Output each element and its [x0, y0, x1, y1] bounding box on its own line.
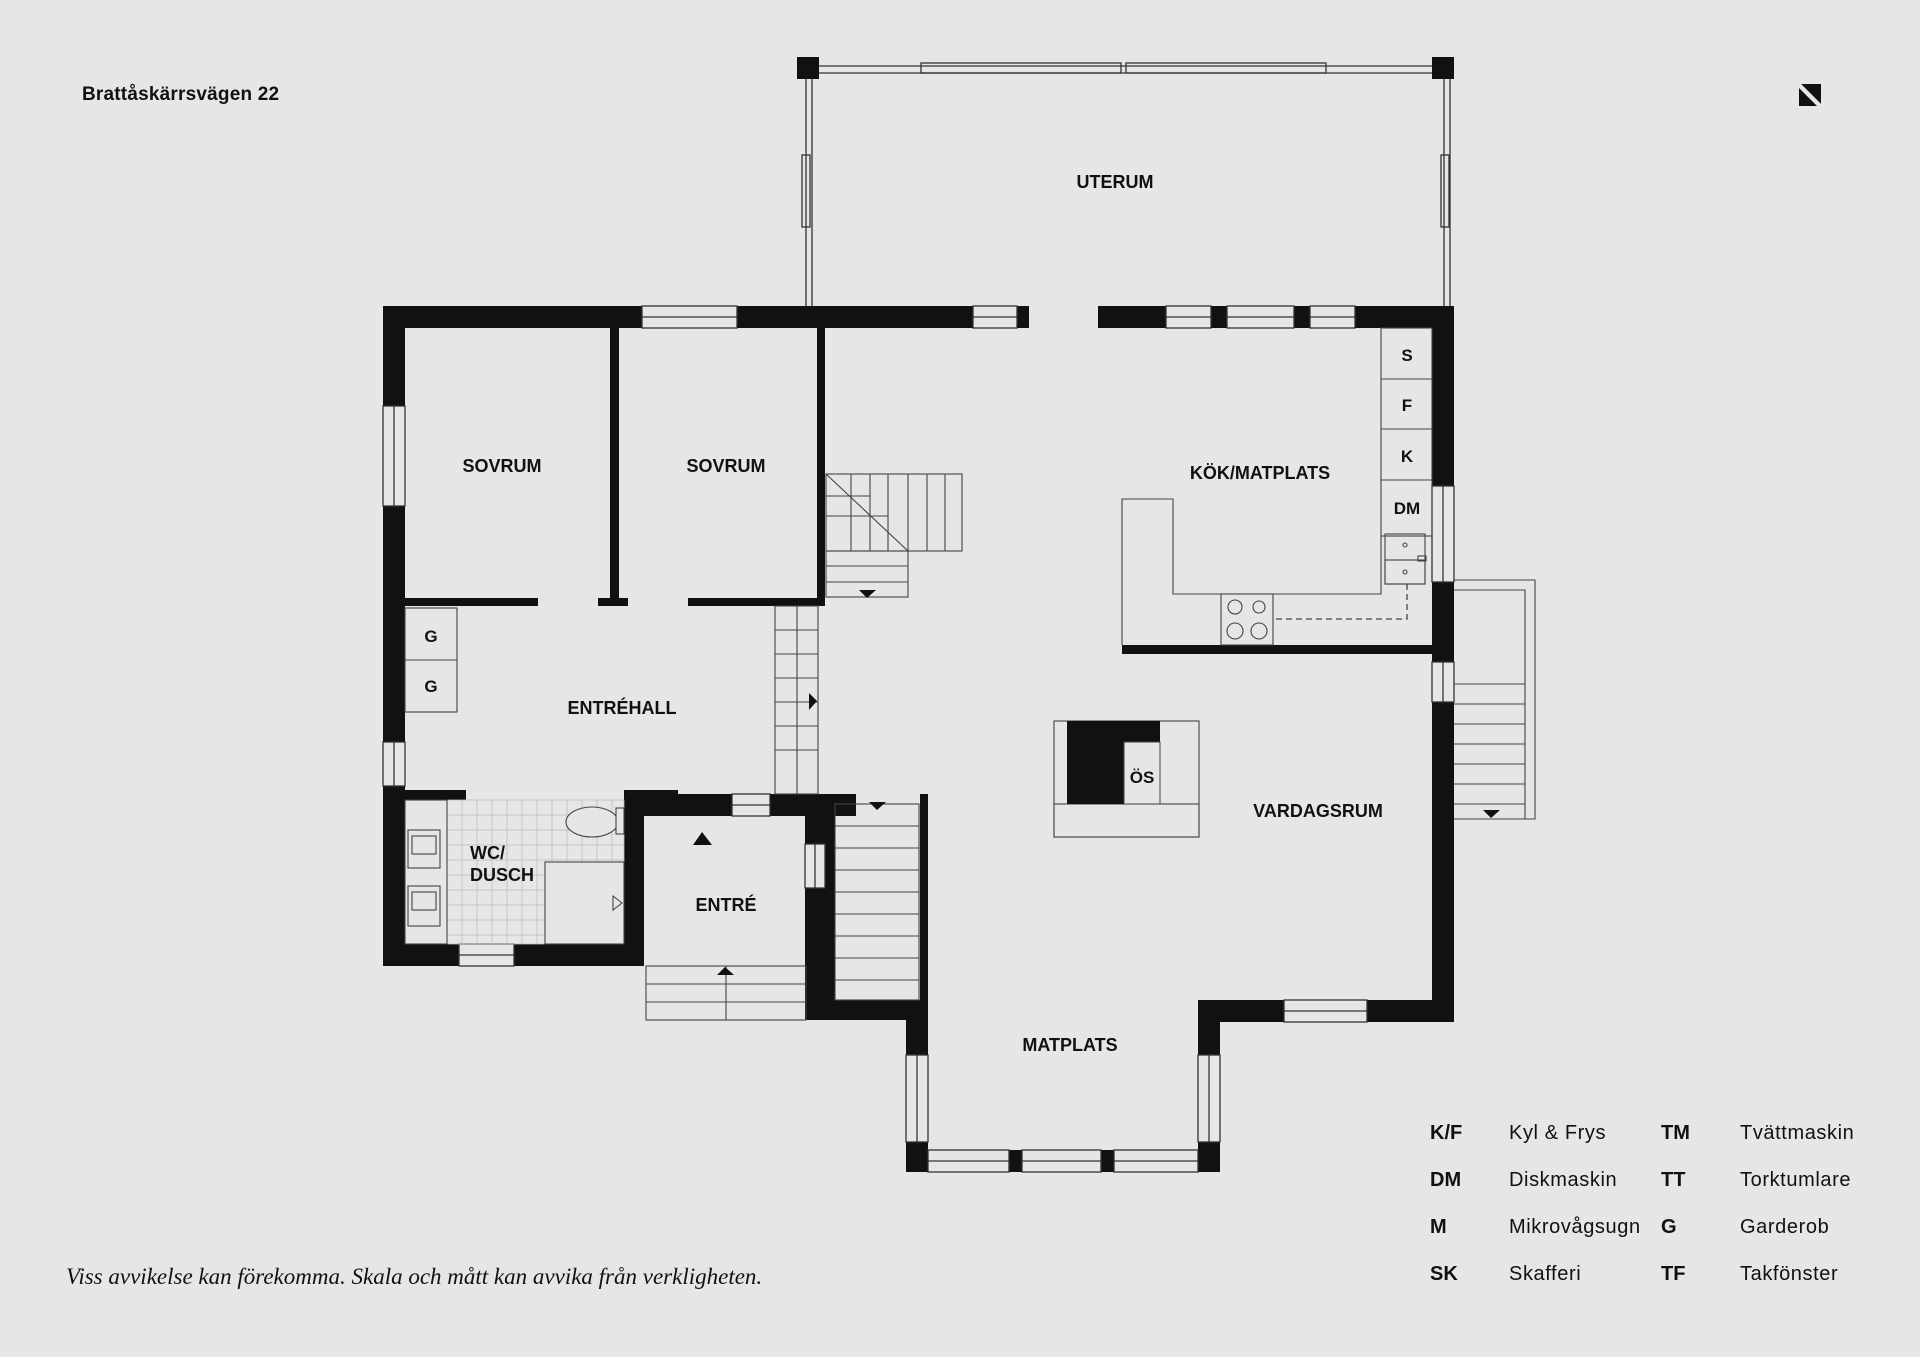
- brand-logo-icon: [1799, 84, 1821, 106]
- appliance-label-g-2: G: [424, 677, 437, 696]
- room-label-sovrum-1: SOVRUM: [462, 456, 541, 476]
- legend-abbr: SK: [1430, 1263, 1458, 1285]
- room-label-uterum: UTERUM: [1077, 172, 1154, 192]
- appliance-label-g-1: G: [424, 627, 437, 646]
- appliance-label-dm: DM: [1394, 499, 1420, 518]
- legend-abbr: TF: [1661, 1263, 1686, 1285]
- appliance-label-os: ÖS: [1130, 768, 1155, 787]
- walls: [383, 306, 1454, 1172]
- room-label-matplats: MATPLATS: [1022, 1035, 1117, 1055]
- appliance-label-s: S: [1401, 346, 1412, 365]
- legend-abbr: K/F: [1430, 1122, 1463, 1144]
- legend-abbr: DM: [1430, 1169, 1462, 1191]
- sunroom-post: [1432, 57, 1454, 79]
- room-label-entre: ENTRÉ: [695, 894, 756, 915]
- room-label-vardagsrum: VARDAGSRUM: [1253, 801, 1383, 821]
- stair-arrows: [693, 590, 1500, 975]
- legend-desc: Mikrovågsugn: [1509, 1216, 1641, 1238]
- legend-desc: Takfönster: [1740, 1263, 1839, 1285]
- room-label-wc-line-2: DUSCH: [470, 865, 534, 885]
- stairs: [645, 473, 1536, 1021]
- kitchen-fixtures: [1121, 327, 1433, 646]
- room-label-kok: KÖK/MATPLATS: [1190, 463, 1330, 483]
- legend-abbr: M: [1430, 1216, 1447, 1238]
- legend: K/F Kyl & Frys TM Tvättmaskin DM Diskmas…: [1430, 1122, 1870, 1286]
- legend-desc: Skafferi: [1509, 1263, 1582, 1285]
- legend-desc: Kyl & Frys: [1509, 1122, 1607, 1144]
- sunroom-walls: [801, 62, 1451, 306]
- property-address: Brattåskärrsvägen 22: [82, 84, 280, 105]
- legend-desc: Torktumlare: [1740, 1169, 1852, 1191]
- room-label-sovrum-2: SOVRUM: [686, 456, 765, 476]
- fireplace-os: [1053, 720, 1200, 838]
- legend-desc: Tvättmaskin: [1740, 1122, 1855, 1144]
- counter-dashed-line: [1273, 584, 1408, 620]
- wardrobes: [404, 607, 458, 713]
- appliance-label-f: F: [1402, 396, 1412, 415]
- windows: [382, 305, 1455, 1173]
- legend-abbr: TT: [1661, 1169, 1686, 1191]
- room-label-wc-line-1: WC/: [470, 843, 505, 863]
- legend-abbr: TM: [1661, 1122, 1690, 1144]
- legend-abbr: G: [1661, 1216, 1677, 1238]
- bathroom-fixtures: [404, 799, 625, 945]
- legend-desc: Diskmaskin: [1509, 1169, 1618, 1191]
- sunroom-post: [797, 57, 819, 79]
- room-label-entrehall: ENTRÉHALL: [568, 697, 677, 718]
- appliance-label-k: K: [1401, 447, 1414, 466]
- legend-desc: Garderob: [1740, 1216, 1830, 1238]
- disclaimer: Viss avvikelse kan förekomma. Skala och …: [66, 1264, 763, 1289]
